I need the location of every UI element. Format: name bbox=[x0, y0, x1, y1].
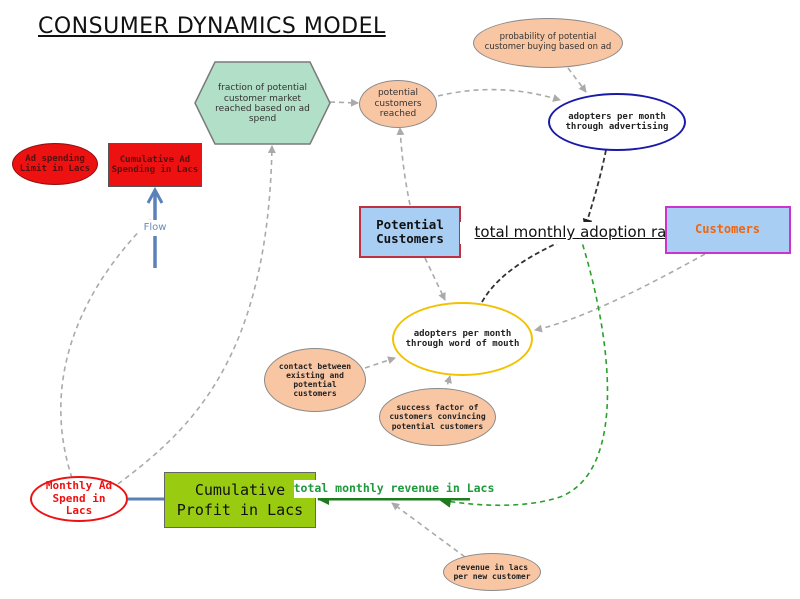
flow-label: Flow bbox=[138, 220, 172, 236]
node-cumulative-ad-spending-label: Cumulative Ad Spending in Lacs bbox=[111, 154, 199, 175]
node-cumulative-profit-label: Cumulative Profit in Lacs bbox=[176, 480, 304, 519]
fraction-hexagon-shape bbox=[194, 61, 331, 145]
link-wom-to-rate bbox=[481, 230, 583, 303]
node-adopters-wom-label: adopters per month through word of mouth bbox=[405, 328, 520, 349]
link-potential-to-wom bbox=[424, 257, 446, 301]
node-total-adoption-rate-label: total monthly adoption rate bbox=[474, 223, 682, 242]
link-customers-to-wom bbox=[534, 253, 706, 333]
node-monthly-ad-spend-label: Monthly Ad Spend in Lacs bbox=[45, 479, 113, 518]
node-prob-buying-ad-label: probability of potential customer buying… bbox=[484, 32, 612, 52]
node-contact-label: contact between existing and potential c… bbox=[278, 361, 352, 399]
node-fraction-reached-label: fraction of potential customer market re… bbox=[215, 83, 310, 125]
node-adopters-advertising-label: adopters per month through advertising bbox=[565, 111, 669, 132]
node-customers[interactable]: Customers bbox=[665, 206, 791, 254]
link-monthly-to-flow bbox=[60, 219, 151, 479]
node-customers-label: Customers bbox=[695, 222, 761, 237]
link-adopters-ad-to-rate bbox=[582, 149, 607, 229]
link-rate-to-revenue bbox=[439, 235, 609, 508]
node-potential-reached-label: potential customers reached bbox=[374, 88, 422, 120]
node-success-factor-label: success factor of customers convincing p… bbox=[389, 403, 486, 431]
page-title: CONSUMER DYNAMICS MODEL bbox=[38, 14, 386, 39]
node-monthly-ad-spend[interactable]: Monthly Ad Spend in Lacs bbox=[30, 476, 128, 522]
node-total-adoption-rate[interactable]: total monthly adoption rate bbox=[460, 222, 696, 244]
node-success-factor[interactable]: success factor of customers convincing p… bbox=[379, 388, 496, 446]
node-fraction-reached[interactable]: fraction of potential customer market re… bbox=[200, 66, 325, 142]
node-total-revenue[interactable]: total monthly revenue in Lacs bbox=[294, 480, 494, 498]
link-contact-to-wom bbox=[364, 356, 396, 369]
link-prob-to-adopters-ad bbox=[567, 67, 587, 93]
link-reached-to-adopters-ad bbox=[437, 88, 561, 102]
node-cumulative-ad-spending[interactable]: Cumulative Ad Spending in Lacs bbox=[108, 143, 202, 187]
link-monthly-to-fraction bbox=[117, 145, 276, 485]
node-cumulative-profit[interactable]: Cumulative Profit in Lacs bbox=[164, 472, 316, 528]
node-ad-spending-limit-label: Ad spending Limit in Lacs bbox=[19, 153, 91, 174]
node-potential-reached[interactable]: potential customers reached bbox=[359, 80, 437, 128]
node-potential-customers[interactable]: Potential Customers bbox=[359, 206, 461, 258]
node-revenue-per-customer[interactable]: revenue in lacs per new customer bbox=[443, 553, 541, 591]
flow-label-text: Flow bbox=[143, 222, 167, 234]
node-adopters-advertising[interactable]: adopters per month through advertising bbox=[548, 93, 686, 151]
flow-arrowhead-ad-spending bbox=[146, 186, 164, 204]
node-prob-buying-ad[interactable]: probability of potential customer buying… bbox=[473, 18, 623, 68]
link-revcust-to-revenue bbox=[391, 502, 466, 558]
node-potential-customers-label: Potential Customers bbox=[376, 216, 444, 246]
link-potential-to-reached bbox=[396, 127, 411, 206]
node-contact[interactable]: contact between existing and potential c… bbox=[264, 348, 366, 412]
node-total-revenue-label: total monthly revenue in Lacs bbox=[293, 481, 495, 496]
node-adopters-wom[interactable]: adopters per month through word of mouth bbox=[392, 302, 533, 376]
link-fraction-to-reached bbox=[329, 98, 359, 107]
node-ad-spending-limit[interactable]: Ad spending Limit in Lacs bbox=[12, 143, 98, 185]
node-revenue-per-customer-label: revenue in lacs per new customer bbox=[453, 562, 531, 581]
